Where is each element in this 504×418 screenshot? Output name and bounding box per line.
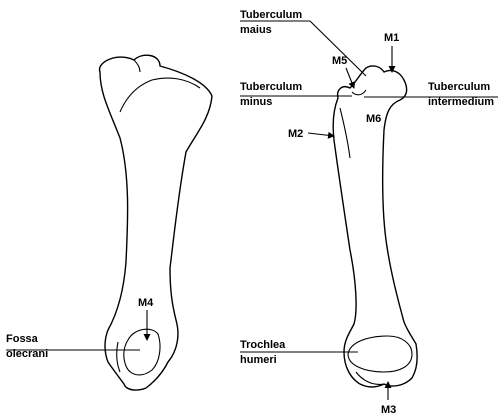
m2-arrow — [308, 133, 334, 136]
m5-label: M5 — [332, 55, 347, 67]
maius-label-line1: Tuberculum — [240, 9, 302, 21]
intermedium-label-line1: Tuberculum — [428, 81, 490, 93]
trochlea-label-line2: humeri — [240, 354, 277, 366]
m4-label: M4 — [138, 297, 154, 309]
label-m3: M3 — [381, 382, 396, 416]
m5-arrow — [346, 68, 354, 88]
label-trochlea-humeri: Trochlea humeri — [240, 339, 358, 366]
left-humerus-outline — [100, 55, 212, 390]
minus-label-line1: Tuberculum — [240, 81, 302, 93]
label-m5: M5 — [332, 55, 354, 88]
maius-pointer — [310, 21, 366, 76]
label-m2: M2 — [288, 128, 334, 140]
maius-label-line2: maius — [240, 24, 272, 36]
label-m6: M6 — [366, 113, 381, 125]
fossa-label-line1: Fossa — [6, 333, 39, 345]
m1-label: M1 — [384, 32, 399, 44]
m6-label: M6 — [366, 113, 381, 125]
humerus-caudal-view — [100, 55, 212, 390]
m2-label: M2 — [288, 128, 303, 140]
label-tuberculum-minus: Tuberculum minus — [240, 81, 352, 108]
m3-label: M3 — [381, 404, 396, 416]
trochlea-label-line1: Trochlea — [240, 339, 286, 351]
minus-label-line2: minus — [240, 96, 272, 108]
intermedium-label-line2: intermedium — [428, 96, 494, 108]
label-m1: M1 — [384, 32, 399, 72]
